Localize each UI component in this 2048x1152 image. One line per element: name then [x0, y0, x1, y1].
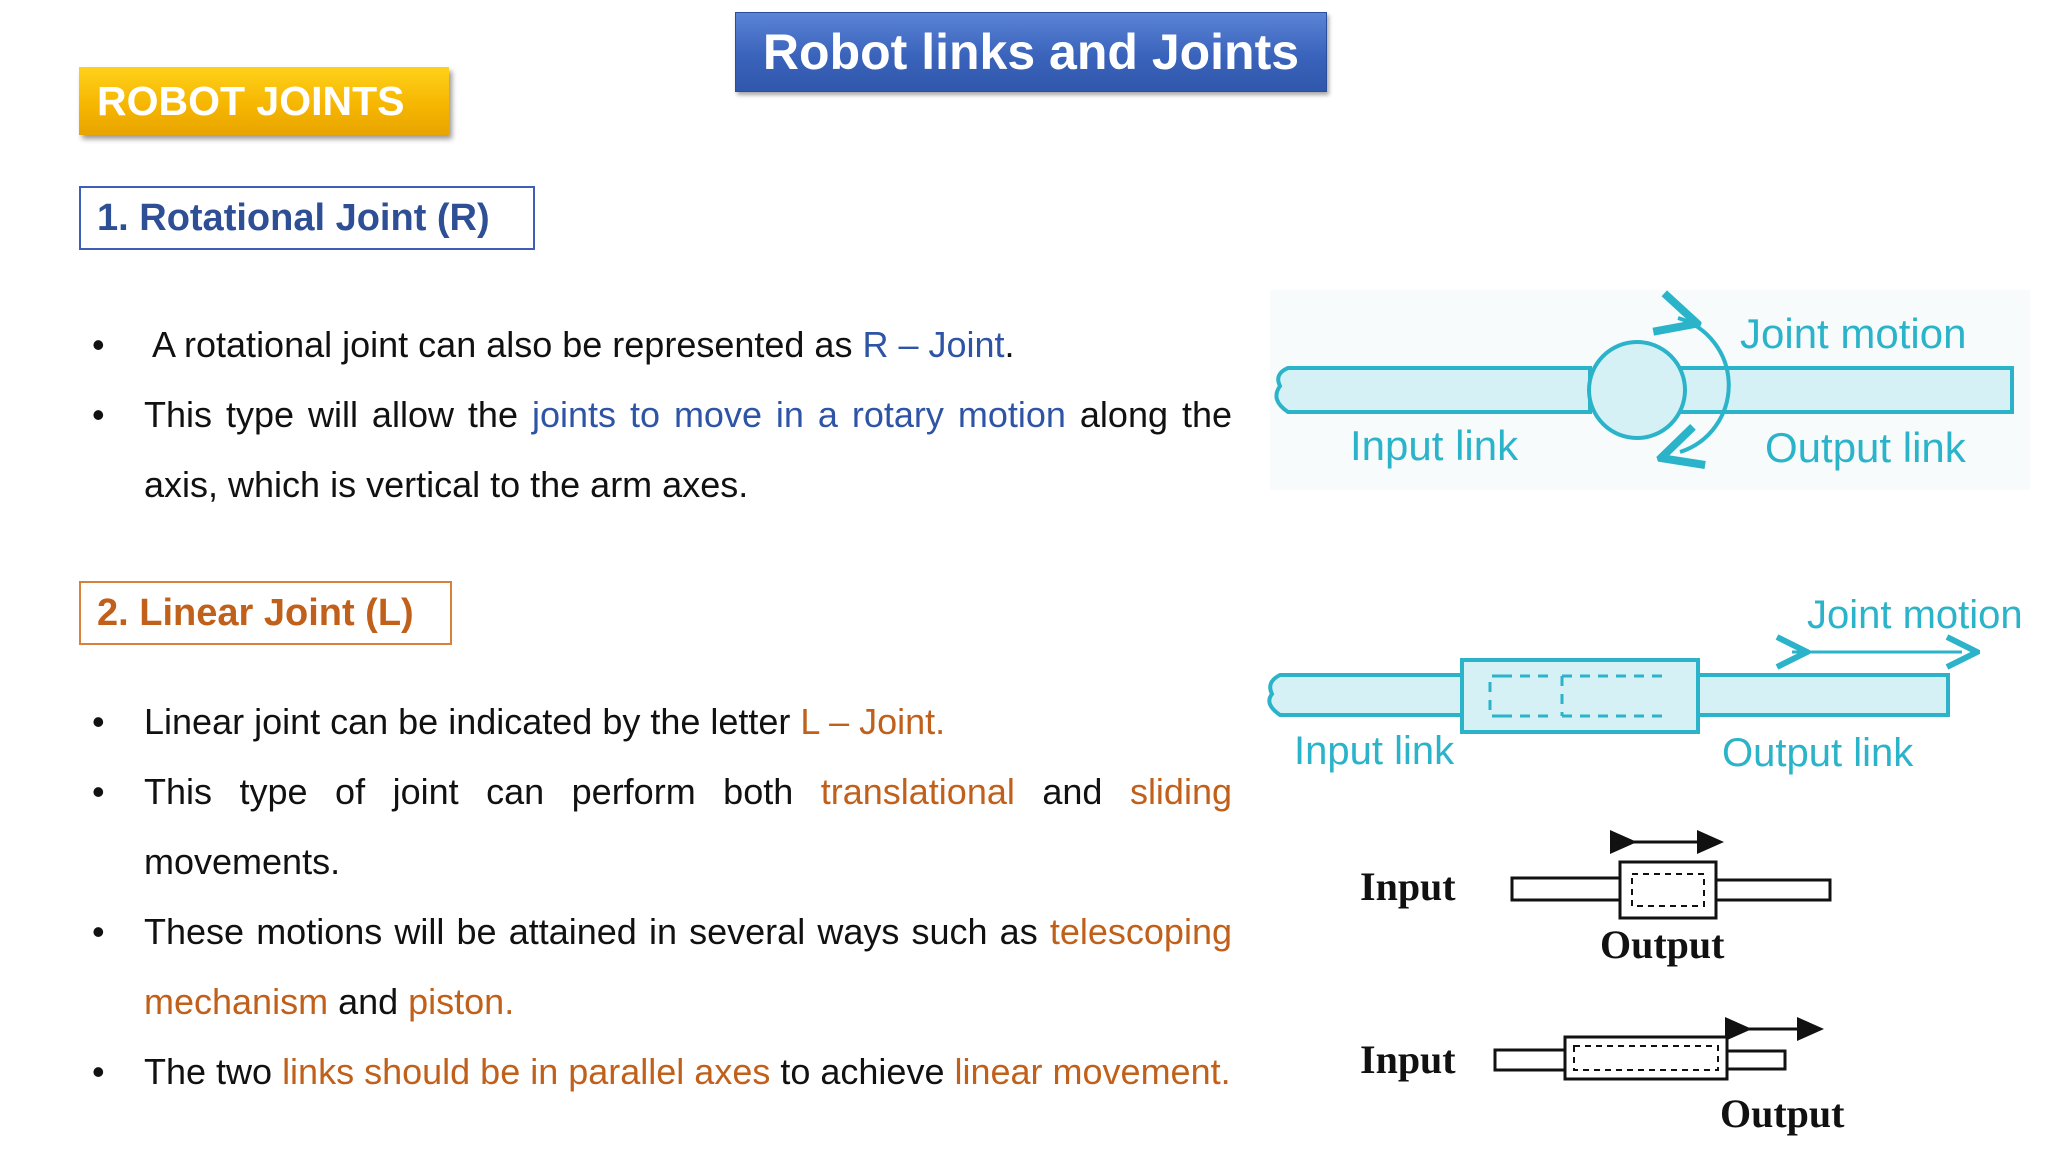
section-label: ROBOT JOINTS [79, 67, 449, 135]
slide-title: Robot links and Joints [735, 12, 1327, 92]
input-link-label: Input link [1350, 422, 1519, 469]
bullet-text: A rotational joint can also be represent… [152, 310, 1232, 380]
input-label: Input [1360, 864, 1456, 909]
text-segment: and [328, 981, 409, 1022]
highlighted-phrase: sliding [1129, 771, 1232, 812]
joint-housing [1563, 1035, 1729, 1081]
text-segment: movements. [144, 841, 341, 882]
rotation-arrow [1678, 318, 1731, 452]
joint-motion-label: Joint motion [1807, 593, 2023, 637]
joint-motion-label: Joint motion [1740, 310, 1966, 357]
telescoping-sketch-2: Input Output [1360, 1017, 1845, 1136]
bullet-marker: • [92, 1051, 105, 1092]
linear-bullet-4: • The two links should be in parallel ax… [92, 1037, 1232, 1107]
bullet-marker: • [92, 324, 105, 365]
bullet-marker: • [92, 911, 105, 952]
highlighted-phrase: links should be in parallel axes [282, 1051, 771, 1092]
text-segment: and [1014, 771, 1130, 812]
highlighted-phrase: linear movement. [954, 1051, 1231, 1092]
bullet-text: This type of joint can perform both tran… [144, 757, 1232, 897]
rotational-joint-diagram: Joint motion Input link Output link [1270, 290, 2030, 490]
output-link-bar [1640, 366, 2014, 414]
slider-dashed-outline [1573, 1045, 1719, 1071]
rotational-bullet-2: • This type will allow the joints to mov… [92, 380, 1232, 520]
highlighted-phrase: piston. [408, 981, 515, 1022]
text-segment: . [1004, 324, 1015, 365]
bullet-text: This type will allow the joints to move … [144, 380, 1232, 520]
output-link-label: Output link [1765, 424, 1967, 471]
linear-bullet-3: • These motions will be attained in seve… [92, 897, 1232, 1037]
rotational-joint-circle [1587, 340, 1687, 440]
text-segment: This type of joint can perform both [144, 771, 821, 812]
bullet-marker: • [92, 771, 105, 812]
rotational-bullet-1: • A rotational joint can also be represe… [92, 310, 1232, 380]
linear-bullet-1: • Linear joint can be indicated by the l… [92, 687, 1232, 757]
joint-housing [1618, 860, 1718, 920]
bullet-marker: • [92, 701, 105, 742]
telescoping-sketch-1: Input Output [1360, 830, 1832, 967]
bullet-text: The two links should be in parallel axes… [144, 1037, 1232, 1107]
output-label: Output [1720, 1091, 1845, 1136]
text-segment: Linear joint can be indicated by the let… [144, 701, 801, 742]
linear-joint-housing [1460, 658, 1700, 734]
input-link-label: Input link [1294, 729, 1455, 773]
bullet-text: These motions will be attained in severa… [144, 897, 1232, 1037]
input-link-bar [1267, 673, 1464, 717]
text-segment: along the axis, which is vertical to the… [144, 394, 1233, 505]
output-label: Output [1600, 922, 1725, 967]
text-segment: The two [144, 1051, 283, 1092]
linear-joint-heading: 2. Linear Joint (L) [79, 581, 452, 645]
highlighted-phrase: R – Joint [862, 324, 1005, 365]
input-link-bar [1274, 366, 1592, 414]
bullet-text: Linear joint can be indicated by the let… [144, 687, 1232, 757]
highlighted-phrase: L – Joint. [800, 701, 946, 742]
highlighted-phrase: translational [820, 771, 1015, 812]
text-segment: These motions will be attained in severa… [144, 911, 1050, 952]
output-link-bar [1723, 1049, 1787, 1071]
output-link-bar [1696, 673, 1950, 717]
text-segment: A rotational joint can also be represent… [152, 324, 863, 365]
linear-joint-diagram: Joint motion Input link Output link [1267, 593, 2023, 775]
slider-dashed-outline [1488, 674, 1662, 718]
input-label: Input [1360, 1037, 1456, 1082]
linear-bullet-2: • This type of joint can perform both tr… [92, 757, 1232, 897]
highlighted-phrase: joints to move in a rotary motion [531, 394, 1066, 435]
rotational-joint-heading: 1. Rotational Joint (R) [79, 186, 535, 250]
bullet-marker: • [92, 394, 105, 435]
text-segment: This type will allow the [144, 394, 532, 435]
slider-dashed-outline [1631, 873, 1705, 907]
highlighted-phrase: telescoping mechanism [144, 911, 1232, 1022]
text-segment: to achieve [770, 1051, 955, 1092]
output-link-label: Output link [1722, 731, 1914, 775]
